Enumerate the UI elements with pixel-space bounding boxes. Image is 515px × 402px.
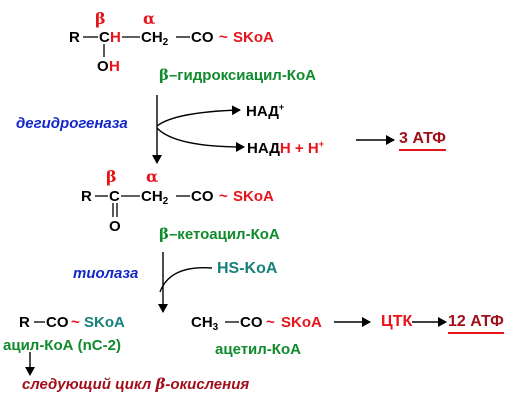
acetyl-tilde: ~ — [266, 314, 275, 331]
acetyl-carbonyl: CO — [240, 314, 263, 331]
acetyl-methyl: CH3 — [191, 314, 219, 333]
r-group-1: R — [69, 29, 80, 46]
acetyl-coa-label: ацетил-КоА — [215, 341, 301, 358]
beta-label-2: β — [106, 167, 117, 186]
atp-12-yield: 12 АТФ — [448, 314, 504, 334]
thiolase-label: тиолаза — [73, 265, 139, 282]
ketoacyl-coa-label: β–кетоацил-КоА — [159, 225, 280, 243]
product-skoa: SKoA — [84, 314, 125, 331]
dehydrogenase-label: дегидрогеназа — [16, 115, 128, 132]
product-r-group: R — [19, 314, 30, 331]
carbonyl-2: CO — [191, 188, 214, 205]
arrow-nad-curve — [156, 105, 241, 127]
next-cycle-label: следующий цикл β-окисления — [22, 375, 250, 393]
carbon-beta-1: C — [99, 29, 110, 46]
hydroxyl-hydrogen: H — [109, 58, 120, 75]
hs-koa: HS-KoA — [217, 260, 278, 277]
alpha-label-1: α — [143, 9, 156, 28]
methylene-1: CH2 — [141, 29, 169, 48]
acyl-coa-nc2-label: ацил-КоА (nC-2) — [3, 337, 121, 354]
carbonyl-1: CO — [191, 29, 214, 46]
arrow-nadh-curve — [156, 127, 245, 152]
skoa-2: SKoA — [233, 188, 274, 205]
nad-plus: НАД+ — [246, 102, 285, 120]
atp-3-yield: 3 АТФ — [399, 131, 446, 151]
methylene-2: CH2 — [141, 188, 169, 207]
carbon-beta-2: C — [109, 188, 120, 205]
thioester-tilde-1: ~ — [219, 29, 228, 46]
r-group-2: R — [81, 188, 92, 205]
skoa-1: SKoA — [233, 29, 274, 46]
beta-label-1: β — [95, 9, 106, 28]
hydroxyl-oxygen: O — [97, 58, 109, 75]
tca-cycle: ЦТК — [381, 313, 413, 330]
hydroxyacyl-coa-label: β–гидроксиацил-КоА — [159, 66, 316, 84]
alpha-label-2: α — [146, 167, 159, 186]
nadh-h-plus: НАДН + Н+ — [247, 139, 324, 157]
acetyl-skoa: SKoA — [281, 314, 322, 331]
arrow-hskoa-curve — [159, 267, 213, 293]
product-tilde: ~ — [71, 314, 80, 331]
keto-oxygen: O — [109, 218, 121, 235]
thioester-tilde-2: ~ — [219, 188, 228, 205]
hydrogen-beta-1: H — [110, 29, 121, 46]
product-carbonyl: CO — [46, 314, 69, 331]
